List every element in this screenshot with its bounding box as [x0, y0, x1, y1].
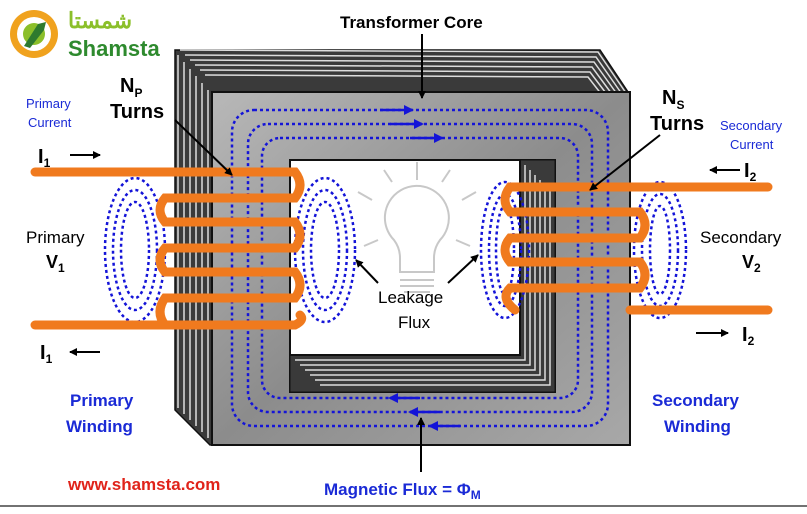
- secondary-winding-label-1: Secondary: [652, 391, 739, 410]
- primary-winding-label-2: Winding: [66, 417, 133, 436]
- secondary-coil: [500, 182, 773, 315]
- i2-bottom-label: I2: [742, 324, 755, 348]
- i1-top-label: I1: [38, 146, 51, 170]
- shamsta-logo: شمستا Shamsta: [10, 8, 160, 61]
- logo-rocket-icon: [24, 22, 46, 48]
- i1-bottom-label: I1: [40, 342, 53, 366]
- core-title: Transformer Core: [340, 13, 483, 32]
- v2-label: V2: [742, 252, 761, 275]
- flux-direction-arrows: [380, 105, 460, 431]
- transformer-core: [174, 49, 631, 446]
- np-label: NP: [120, 75, 142, 100]
- secondary-winding-label-2: Winding: [664, 417, 731, 436]
- logo-latin-text: Shamsta: [68, 36, 160, 61]
- ns-turns-label: Turns: [650, 113, 704, 135]
- ns-label: NS: [662, 87, 684, 112]
- magnetic-flux-label: Magnetic Flux = ΦM: [324, 480, 481, 502]
- secondary-voltage-title: Secondary: [700, 228, 782, 247]
- primary-current-label-1: Primary: [26, 96, 71, 111]
- primary-coil: [30, 167, 307, 330]
- secondary-current-label-1: Secondary: [720, 118, 783, 133]
- leakage-flux-label-2: Flux: [398, 313, 431, 332]
- pointer-arrows: [69, 34, 740, 472]
- secondary-winding: [479, 180, 773, 320]
- np-turns-label: Turns: [110, 101, 164, 123]
- secondary-current-label-2: Current: [730, 137, 774, 152]
- primary-voltage-title: Primary: [26, 228, 85, 247]
- website-link[interactable]: www.shamsta.com: [66, 474, 222, 496]
- core-window-laminations: [289, 159, 556, 393]
- light-bulb-icon: [357, 162, 477, 293]
- logo-arabic-text: شمستا: [68, 8, 132, 33]
- i2-top-label: I2: [744, 160, 757, 184]
- primary-winding: [30, 167, 357, 330]
- leakage-flux-label-1: Leakage: [378, 288, 443, 307]
- v1-label: V1: [46, 252, 65, 275]
- primary-winding-label-1: Primary: [70, 391, 134, 410]
- primary-current-label-2: Current: [28, 115, 72, 130]
